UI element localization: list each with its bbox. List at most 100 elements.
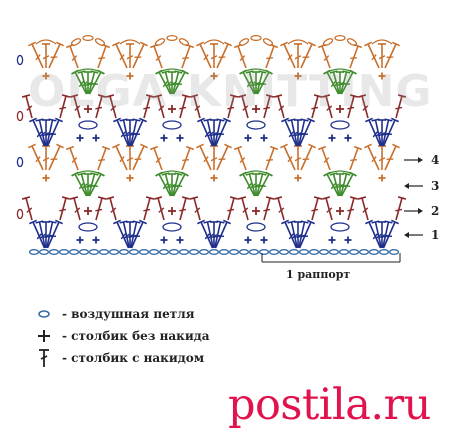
chain-stitch [82, 34, 94, 42]
single-crochet-stitch [168, 207, 176, 215]
chain-stitch [16, 110, 24, 122]
single-crochet-stitch [160, 236, 168, 244]
double-crochet-stitch [395, 94, 407, 119]
fan-stitch [214, 117, 231, 147]
chain-arch [323, 68, 357, 75]
double-crochet-stitch [132, 143, 148, 171]
fan-stitch [381, 220, 393, 249]
chain-stitch [148, 249, 160, 255]
single-crochet-stitch [92, 236, 100, 244]
double-crochet-stitch [349, 145, 363, 171]
double-crochet-stitch [357, 94, 369, 119]
single-crochet-stitch [252, 207, 260, 215]
fan-stitch [298, 219, 315, 249]
double-crochet-stitch [95, 196, 107, 221]
single-crochet-icon [38, 330, 50, 342]
crochet-chart: 1 раппорт 4 3 2 1 [16, 34, 439, 281]
single-crochet-stitch [244, 134, 252, 142]
double-crochet-stitch [149, 43, 163, 69]
chain-stitch [330, 120, 350, 130]
double-crochet-stitch [105, 196, 117, 221]
chain-stitch [118, 249, 130, 255]
chain-stitch [328, 249, 340, 255]
chain-stitch [68, 249, 80, 255]
fan-stitch [113, 117, 130, 147]
double-crochet-stitch [216, 143, 232, 171]
double-crochet-stitch [21, 196, 33, 221]
chain-stitch [358, 249, 370, 255]
double-crochet-stitch [378, 145, 386, 170]
double-crochet-stitch [143, 196, 155, 221]
legend-item-single-crochet: - столбик без накида [34, 325, 210, 347]
double-crochet-stitch [95, 94, 107, 119]
chain-stitch [38, 249, 50, 255]
chain-stitch [346, 38, 358, 46]
single-crochet-stitch [294, 72, 302, 80]
chain-stitch [70, 38, 82, 46]
row-label-1: 1 [431, 228, 439, 242]
chain-stitch [338, 249, 350, 255]
double-crochet-stitch [263, 196, 275, 221]
fan-stitch [378, 221, 386, 248]
double-crochet-stitch [126, 43, 134, 68]
fan-stitch [87, 172, 99, 197]
chain-stitch [28, 249, 40, 255]
double-crochet-stitch [105, 94, 117, 119]
row-marker-2: 2 [404, 204, 439, 218]
stitch-pattern [16, 34, 407, 255]
chain-arch [323, 170, 357, 177]
repeat-label: 1 раппорт [286, 268, 350, 281]
chain-stitch [246, 222, 266, 232]
chain-stitch [94, 38, 106, 46]
legend: - воздушная петля - столбик без накида -… [34, 303, 210, 369]
fan-stitch [45, 220, 57, 249]
single-crochet-stitch [378, 72, 386, 80]
double-crochet-stitch [210, 145, 218, 170]
single-crochet-stitch [76, 236, 84, 244]
brand-logo: postila.ru [228, 380, 431, 430]
double-crochet-stitch [132, 41, 148, 69]
fan-stitch [339, 172, 351, 197]
double-crochet-stitch [317, 43, 331, 69]
single-crochet-stitch [210, 72, 218, 80]
chain-stitch [238, 249, 250, 255]
chain-stitch [108, 249, 120, 255]
single-crochet-stitch [260, 134, 268, 142]
fan-stitch [255, 172, 267, 197]
fan-stitch [382, 117, 399, 147]
chain-stitch [368, 249, 380, 255]
double-crochet-stitch [65, 43, 79, 69]
double-crochet-stitch [69, 196, 81, 221]
double-crochet-stitch [317, 145, 331, 171]
chain-stitch [166, 34, 178, 42]
chain-stitch [246, 120, 266, 130]
legend-label-single-crochet: - столбик без накида [62, 329, 210, 343]
double-crochet-stitch [280, 41, 296, 69]
chain-stitch [198, 249, 210, 255]
chain-stitch [78, 249, 90, 255]
single-crochet-stitch [76, 134, 84, 142]
chain-stitch [258, 249, 270, 255]
chain-arch [371, 39, 393, 45]
single-crochet-stitch [92, 134, 100, 142]
single-crochet-stitch [210, 174, 218, 182]
row-label-4: 4 [431, 153, 439, 167]
single-crochet-stitch [328, 236, 336, 244]
chain-stitch [128, 249, 140, 255]
chain-stitch [308, 249, 320, 255]
chain-arch [71, 68, 105, 75]
chain-stitch [238, 38, 250, 46]
single-crochet-stitch [84, 105, 92, 113]
fan-stitch [45, 118, 57, 147]
double-crochet-stitch [294, 43, 302, 68]
fan-stitch [213, 220, 225, 249]
chain-arch [203, 39, 225, 45]
fan-stitch [29, 117, 46, 147]
fan-stitch [197, 219, 214, 249]
chain-stitch [248, 249, 260, 255]
fan-stitch [171, 172, 183, 197]
double-crochet-stitch [112, 143, 128, 171]
double-crochet-stitch [179, 196, 191, 221]
fan-stitch [29, 219, 46, 249]
double-crochet-stitch [126, 145, 134, 170]
